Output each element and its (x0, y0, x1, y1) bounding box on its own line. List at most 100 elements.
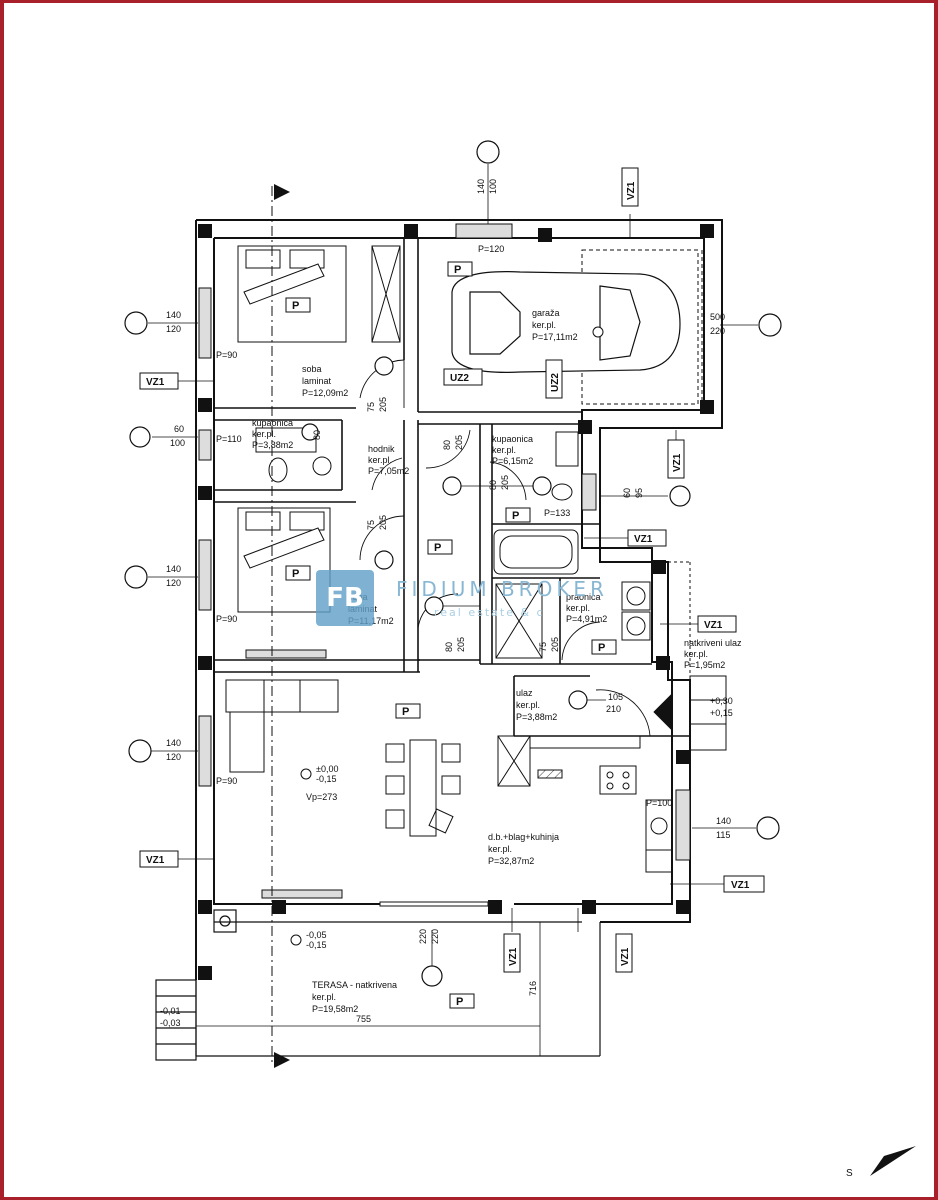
svg-text:80: 80 (488, 480, 498, 490)
room-name: garaža (532, 308, 560, 318)
entry-stairs (668, 561, 727, 751)
bathroom-1-fixtures (255, 427, 332, 483)
svg-text:-0,15: -0,15 (316, 774, 337, 784)
room-floor: ker.pl. (312, 992, 336, 1002)
sheet-frame-right (934, 0, 938, 1200)
svg-text:P=90: P=90 (216, 614, 237, 624)
svg-text:716: 716 (528, 981, 538, 996)
windows (198, 223, 691, 907)
room-floor: ker.pl. (252, 429, 276, 439)
north-arrow-icon (870, 1146, 916, 1176)
room-terrace: P TERASA - natkrivena ker.pl. P=19,58m2 (312, 980, 475, 1014)
sheet-frame-left (0, 0, 4, 1200)
svg-text:140: 140 (166, 738, 181, 748)
svg-text:±0,00: ±0,00 (316, 764, 338, 774)
sheet-frame-top (0, 0, 938, 3)
room-tag: P (292, 300, 299, 312)
tag-vz1: VZ1 (672, 453, 683, 472)
svg-text:205: 205 (378, 515, 388, 530)
room-area: P=12,09m2 (302, 388, 348, 398)
room-hall: hodnik ker.pl. P=7,05m2 (368, 444, 409, 476)
room-area: P=19,58m2 (312, 1004, 358, 1014)
svg-text:140: 140 (166, 564, 181, 574)
columns (198, 224, 714, 980)
svg-text:205: 205 (500, 475, 510, 490)
svg-text:P=110: P=110 (216, 434, 242, 444)
svg-text:-0,01: -0,01 (160, 1006, 181, 1016)
svg-text:FIDIUM BROKER: FIDIUM BROKER (396, 577, 608, 601)
room-tag: P (292, 568, 299, 580)
svg-text:-0,03: -0,03 (160, 1018, 181, 1028)
opening-labels: 140 120 P=90 60 100 P=110 140 120 P=90 1… (160, 179, 733, 1028)
room-name: praonica (566, 592, 601, 602)
tag-vz1: VZ1 (634, 534, 653, 545)
tag-uz2: UZ2 (550, 373, 561, 392)
bed-1 (237, 245, 401, 343)
watermark-logo: FB (316, 570, 374, 626)
room-entrance: ulaz ker.pl. P=3,88m2 (516, 688, 557, 722)
room-area: P=17,11m2 (532, 332, 578, 342)
car (451, 271, 681, 373)
room-area: P=3,88m2 (516, 712, 557, 722)
tag-vz1: VZ1 (146, 855, 165, 866)
tag-vz1: VZ1 (731, 880, 750, 891)
room-name: soba (302, 364, 322, 374)
svg-text:P=100: P=100 (646, 798, 672, 808)
room-floor: ker.pl. (488, 844, 512, 854)
svg-text:80: 80 (442, 440, 452, 450)
svg-text:80: 80 (444, 642, 454, 652)
level-markers (290, 326, 604, 946)
tag-vz1: VZ1 (508, 947, 519, 966)
tag-vz1: VZ1 (704, 620, 723, 631)
room-name: natkriveni ulaz (684, 638, 742, 648)
room-tag: P (454, 264, 461, 276)
svg-text:115: 115 (716, 830, 730, 840)
room-tag: P (598, 642, 605, 654)
room-tag: P (512, 510, 519, 522)
svg-text:500: 500 (710, 312, 725, 322)
room-corridor: P (427, 539, 453, 555)
svg-text:205: 205 (454, 435, 464, 450)
svg-text:120: 120 (166, 578, 181, 588)
svg-text:P=133: P=133 (544, 508, 570, 518)
room-area: P=1,95m2 (684, 660, 725, 670)
room-area: P=4,91m2 (566, 614, 607, 624)
room-tag: P (402, 706, 409, 718)
svg-text:205: 205 (456, 637, 466, 652)
svg-text:210: 210 (606, 704, 621, 714)
room-floor: laminat (302, 376, 332, 386)
svg-text:220: 220 (430, 929, 440, 944)
section-arrow-bottom (274, 1052, 290, 1068)
sheet-frame-bottom (0, 1197, 938, 1200)
svg-text:+0,15: +0,15 (710, 708, 733, 718)
svg-text:real estate & c: real estate & c (434, 606, 545, 619)
grid-bubbles (124, 140, 782, 987)
north-label: S (846, 1168, 853, 1179)
svg-text:755: 755 (356, 1014, 371, 1024)
room-bedroom-1: P soba laminat P=12,09m2 (285, 297, 348, 398)
svg-text:+0,30: +0,30 (710, 696, 733, 706)
svg-text:75: 75 (366, 520, 376, 530)
room-floor: ker.pl. (532, 320, 556, 330)
svg-text:105: 105 (608, 692, 623, 702)
svg-text:P=120: P=120 (478, 244, 504, 254)
kitchen (497, 735, 673, 873)
svg-text:140: 140 (476, 179, 486, 194)
room-name: d.b.+blag+kuhinja (488, 832, 559, 842)
svg-text:80: 80 (312, 430, 322, 440)
room-garage: P garaža ker.pl. P=17,11m2 (447, 261, 578, 342)
svg-text:60: 60 (174, 424, 184, 434)
svg-text:60: 60 (622, 488, 632, 498)
room-covered-entry: natkriveni ulaz ker.pl. P=1,95m2 (684, 638, 742, 670)
svg-text:120: 120 (166, 752, 181, 762)
room-tag: P (434, 542, 441, 554)
svg-text:Vp=273: Vp=273 (306, 792, 337, 802)
doors (359, 359, 673, 737)
room-floor: ker.pl. (516, 700, 540, 710)
tag-vz1: VZ1 (620, 947, 631, 966)
svg-text:75: 75 (538, 642, 548, 652)
room-name: hodnik (368, 444, 395, 454)
svg-text:75: 75 (366, 402, 376, 412)
wall-type-tags: VZ1 VZ1 VZ1 VZ1 VZ1 UZ2 VZ1 VZ1 UZ2 VZ1 (139, 167, 765, 973)
room-area: P=7,05m2 (368, 466, 409, 476)
